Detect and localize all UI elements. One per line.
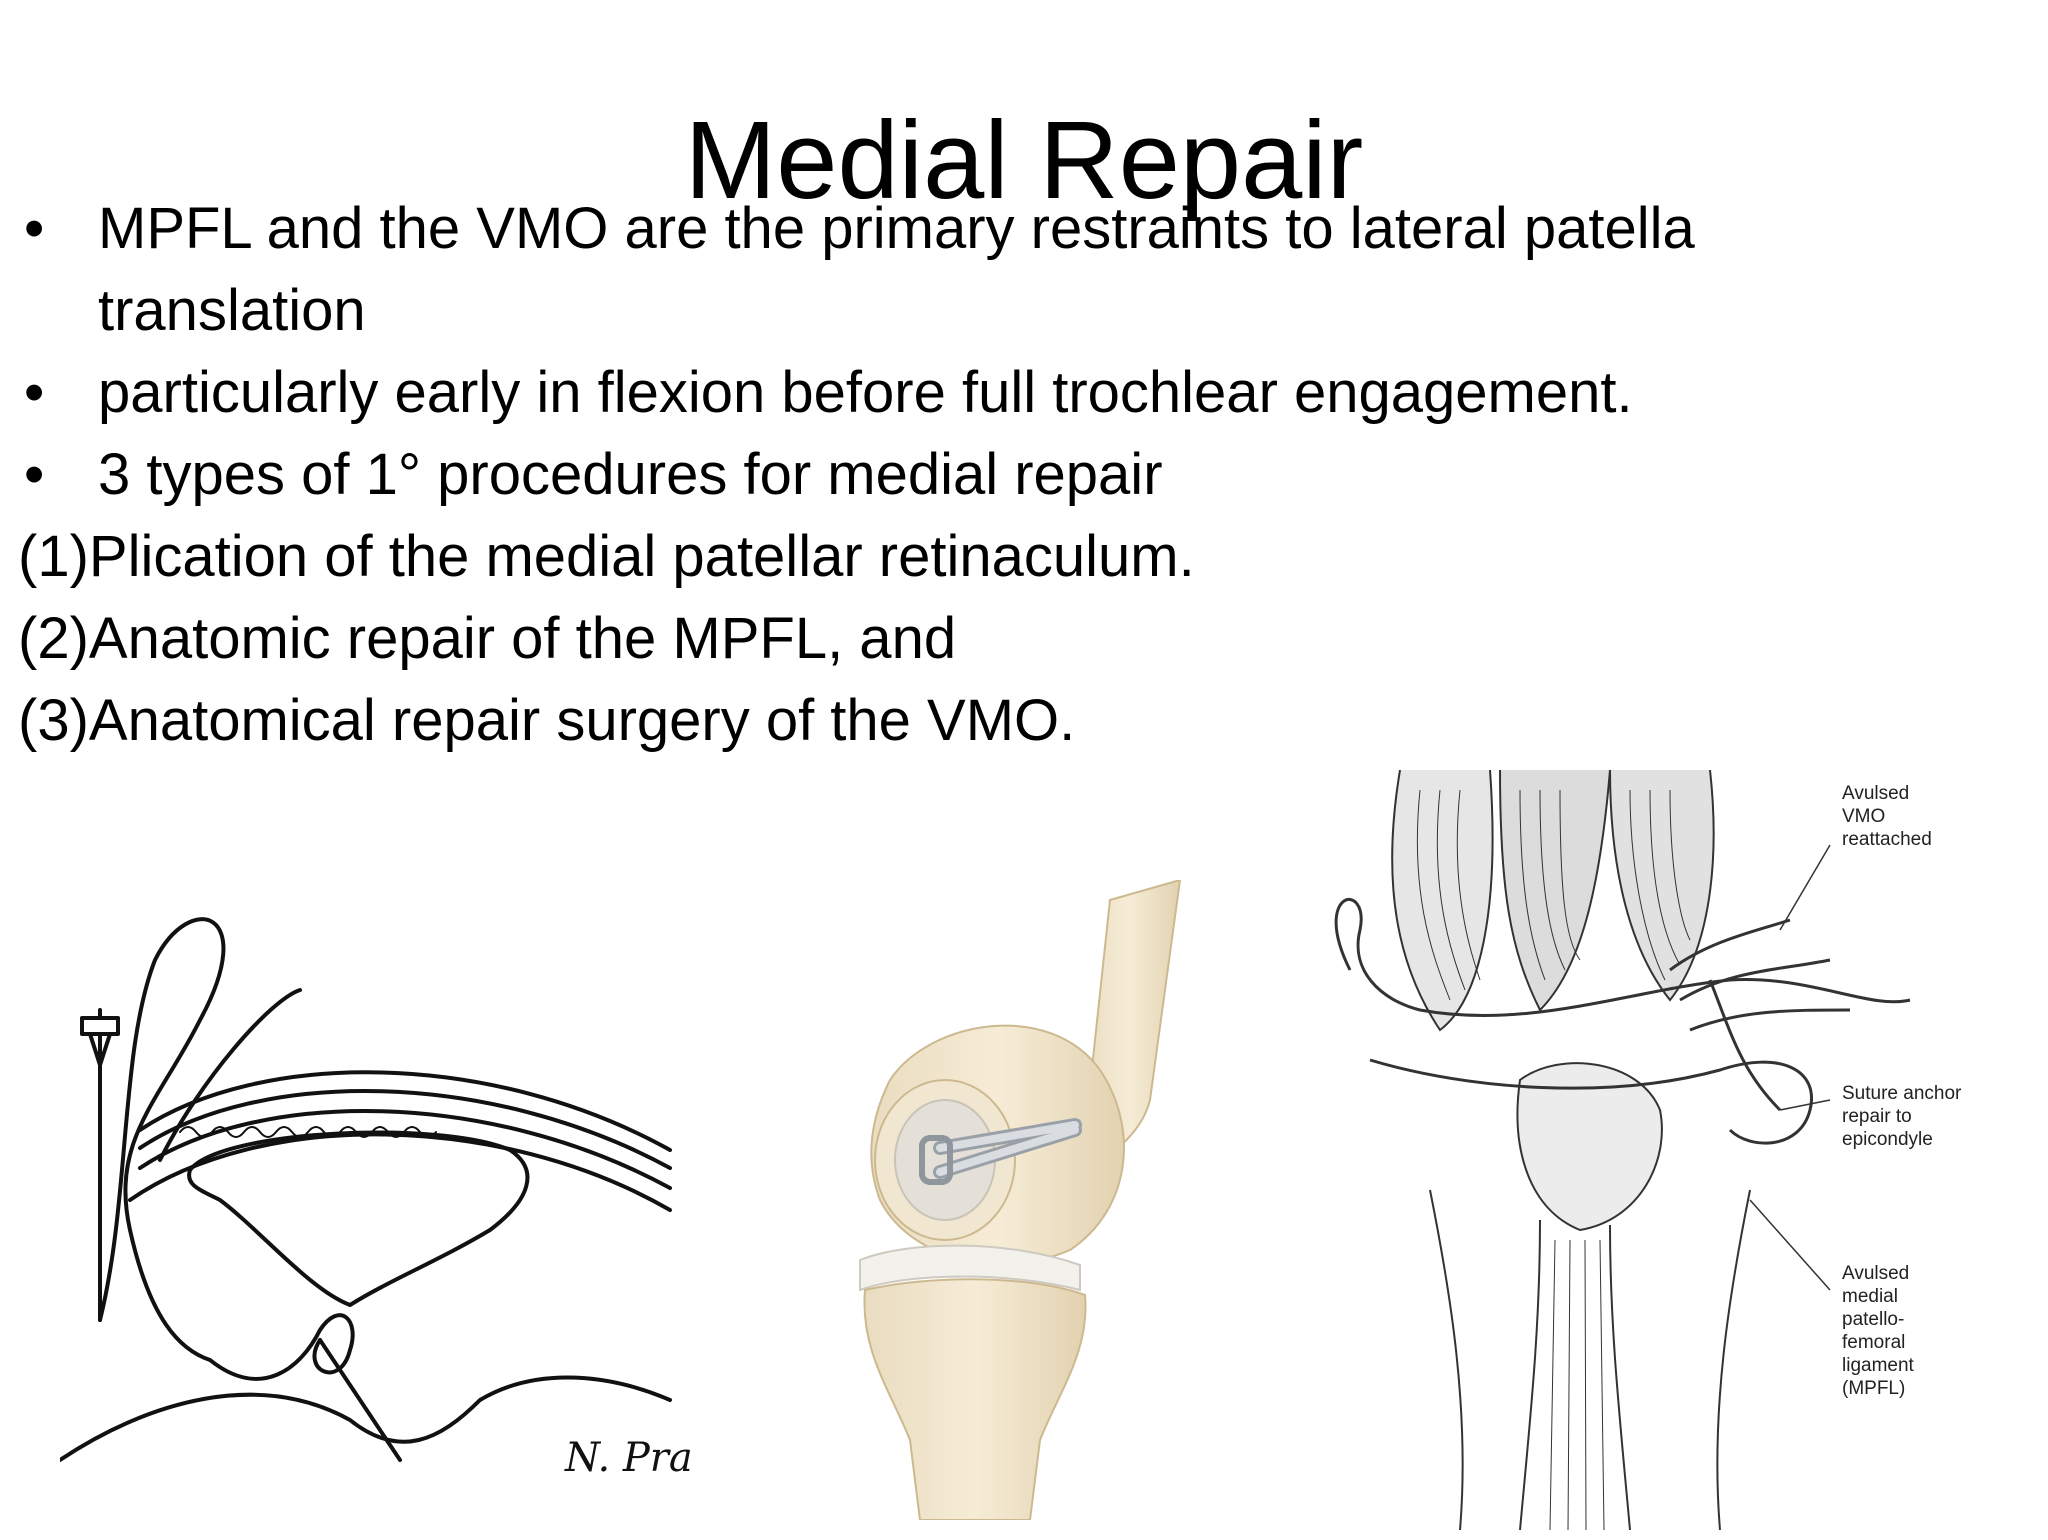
procedure-item: (3)Anatomical repair surgery of the VMO.: [18, 688, 1076, 753]
bullet-item: • particularly early in flexion before f…: [18, 352, 1918, 434]
slide-title: Medial Repair: [684, 98, 1364, 222]
callout-vmo: Avulsed VMO reattached: [1842, 783, 1932, 850]
bullet-dot: •: [24, 442, 45, 507]
bullet-item: • 3 types of 1° procedures for medial re…: [18, 434, 1918, 516]
callout-suture-anchor: Suture anchor repair to epicondyle: [1842, 1083, 1962, 1150]
procedure-item: (1)Plication of the medial patellar reti…: [18, 524, 1195, 589]
knee-graft-illustration: [859, 880, 1182, 1520]
bullet-item: • MPFL and the VMO are the primary restr…: [18, 188, 1918, 352]
artist-signature: N. Pra: [565, 1435, 693, 1481]
bullet-text: MPFL and the VMO are the primary restrai…: [98, 196, 1695, 343]
bullet-dot: •: [24, 360, 45, 425]
callout-mpfl: Avulsed medial patello-femoral ligament …: [1842, 1263, 1914, 1399]
vmo-mpfl-anatomy-illustration: [1334, 770, 1911, 1530]
plication-diagram: [60, 917, 672, 1462]
procedure-item: (2)Anatomic repair of the MPFL, and: [18, 606, 957, 671]
bullet-dot: •: [24, 196, 45, 261]
bullet-text: particularly early in flexion before ful…: [98, 360, 1633, 425]
bullet-list: • MPFL and the VMO are the primary restr…: [18, 188, 1918, 762]
bullet-text: 3 types of 1° procedures for medial repa…: [98, 442, 1163, 507]
